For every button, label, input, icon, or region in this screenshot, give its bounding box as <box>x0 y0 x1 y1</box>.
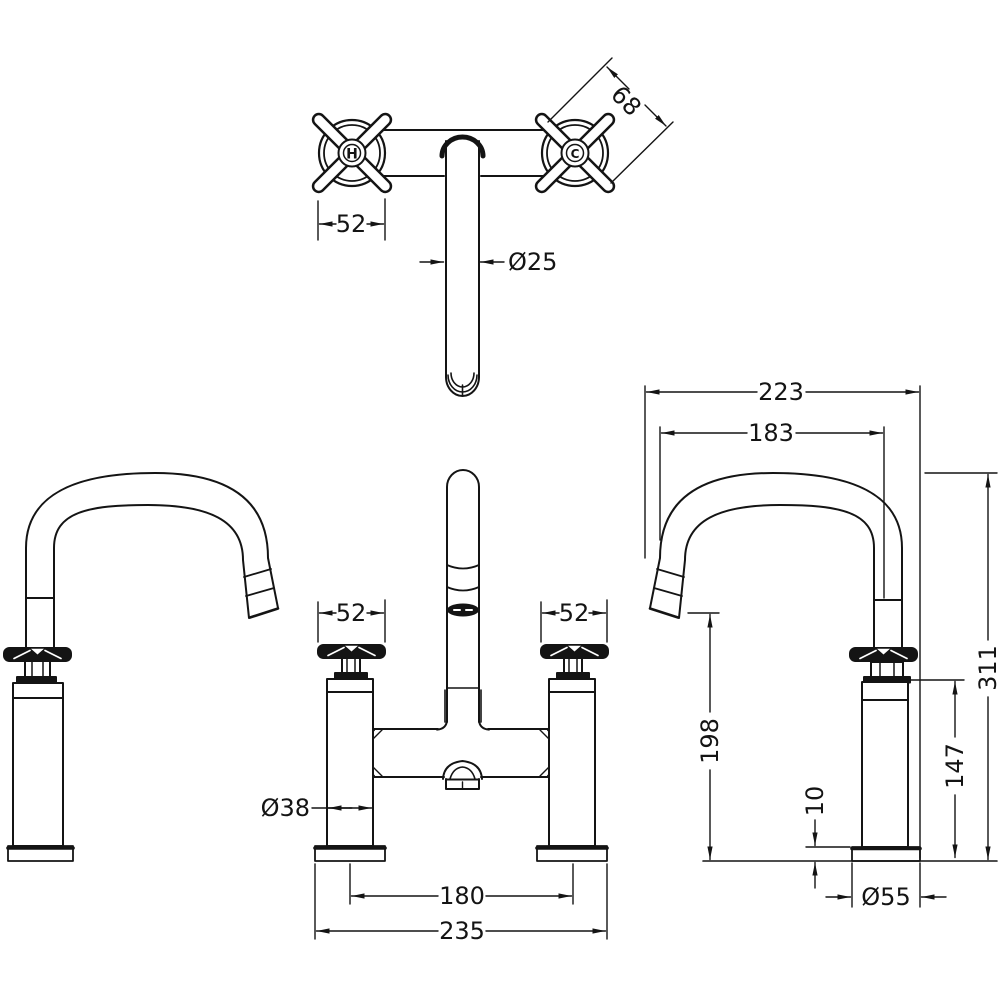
dim-front-left-handle: 52 <box>317 599 386 643</box>
dim-base-diameter: Ø55 <box>825 862 947 911</box>
front-spout-column <box>436 469 490 731</box>
dim-label-overall-reach: 223 <box>758 378 804 406</box>
dim-inlet-centres: 180 <box>349 863 574 910</box>
dim-label-spout-clearance: 198 <box>696 718 724 764</box>
right-view-valve-stem <box>863 661 911 684</box>
dim-label-base-thickness: 10 <box>801 786 829 817</box>
left-spout-curve <box>25 472 280 649</box>
front-body-bar <box>355 728 567 778</box>
left-view-valve-stem <box>16 660 57 684</box>
dim-leg-diameter: Ø38 <box>261 794 373 822</box>
dim-label-overall-height: 311 <box>974 645 1000 691</box>
left-view-base <box>6 845 75 862</box>
side-view-left <box>3 472 280 862</box>
right-view-handle <box>849 647 918 662</box>
left-view-handle <box>3 647 72 662</box>
dim-overall-width: 235 <box>314 863 608 945</box>
front-right-pillar <box>535 644 609 862</box>
dim-label-overall-width: 235 <box>439 917 485 945</box>
dim-label-base-diameter: Ø55 <box>861 883 910 911</box>
hot-handle: H <box>319 120 385 186</box>
dim-label-front-left-handle: 52 <box>336 599 367 627</box>
dim-label-inlet-centres: 180 <box>439 882 485 910</box>
front-left-handle <box>317 644 386 659</box>
dim-label-spout-reach: 183 <box>748 419 794 447</box>
dim-spout-reach: 183 <box>659 419 885 599</box>
cold-handle: C <box>542 120 608 186</box>
dim-top-handle-width: 52 <box>317 198 386 241</box>
side-view-right: 223 183 311 198 147 <box>644 378 1000 911</box>
left-view-body <box>12 682 64 847</box>
right-view-base <box>850 846 922 862</box>
cold-handle-label: C <box>571 147 580 161</box>
top-view: H C 52 68 Ø25 <box>317 57 674 397</box>
dim-label-body-height: 147 <box>941 743 969 789</box>
dim-front-right-handle: 52 <box>540 599 608 643</box>
front-left-pillar <box>313 644 387 862</box>
dim-body-height: 147 <box>909 679 969 859</box>
dim-label-leg-diameter: Ø38 <box>261 794 310 822</box>
right-spout-curve <box>648 472 903 649</box>
dim-overall-reach: 223 <box>644 378 921 859</box>
hot-handle-label: H <box>346 147 358 163</box>
front-right-handle <box>540 644 609 659</box>
top-view-spout <box>439 134 486 397</box>
front-spout-swivel-joint <box>447 603 479 617</box>
dim-overall-height: 311 <box>924 472 1000 861</box>
dim-base-thickness: 10 <box>801 786 851 889</box>
right-view-body <box>861 681 909 848</box>
front-view: 52 52 Ø38 180 235 <box>261 469 609 945</box>
spout-collar <box>439 134 486 159</box>
dim-spout-tube-diameter: Ø25 <box>419 248 557 276</box>
front-outlet-spout <box>442 760 483 790</box>
dim-spout-clearance: 198 <box>687 612 724 861</box>
dim-label-front-right-handle: 52 <box>559 599 590 627</box>
dim-label-top-handle-width: 52 <box>336 210 367 238</box>
dim-label-spout-tube-diameter: Ø25 <box>508 248 557 276</box>
